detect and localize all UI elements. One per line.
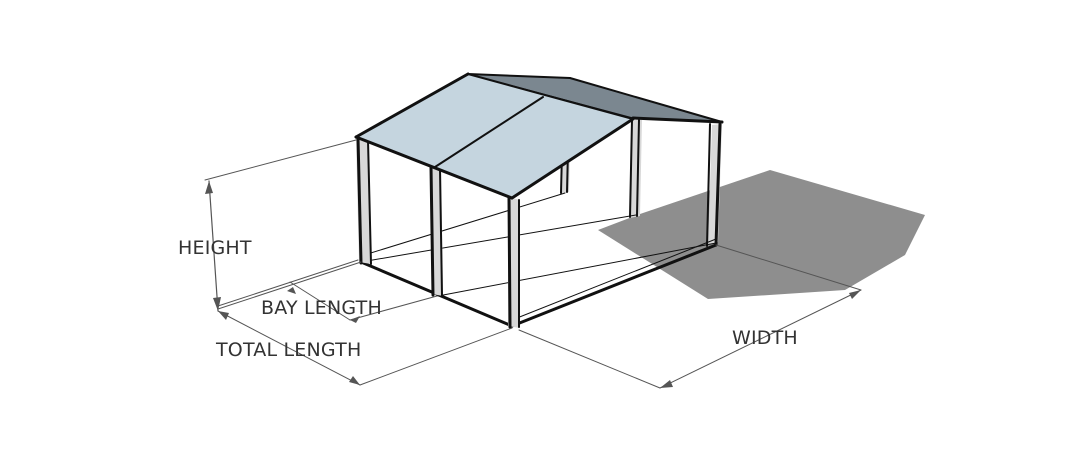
front-posts <box>356 136 520 329</box>
height-label: HEIGHT <box>178 237 252 259</box>
ground-shadow <box>598 170 925 299</box>
bay-length-label: BAY LENGTH <box>261 297 382 319</box>
total-length-dimension <box>217 310 513 386</box>
total-length-label: TOTAL LENGTH <box>215 339 361 361</box>
height-dimension <box>204 139 357 312</box>
width-label: WIDTH <box>732 327 798 349</box>
roof-front-slope <box>354 72 723 200</box>
rear-frame <box>560 116 724 247</box>
bay-length-dimension <box>217 259 438 323</box>
width-dimension <box>518 244 862 389</box>
